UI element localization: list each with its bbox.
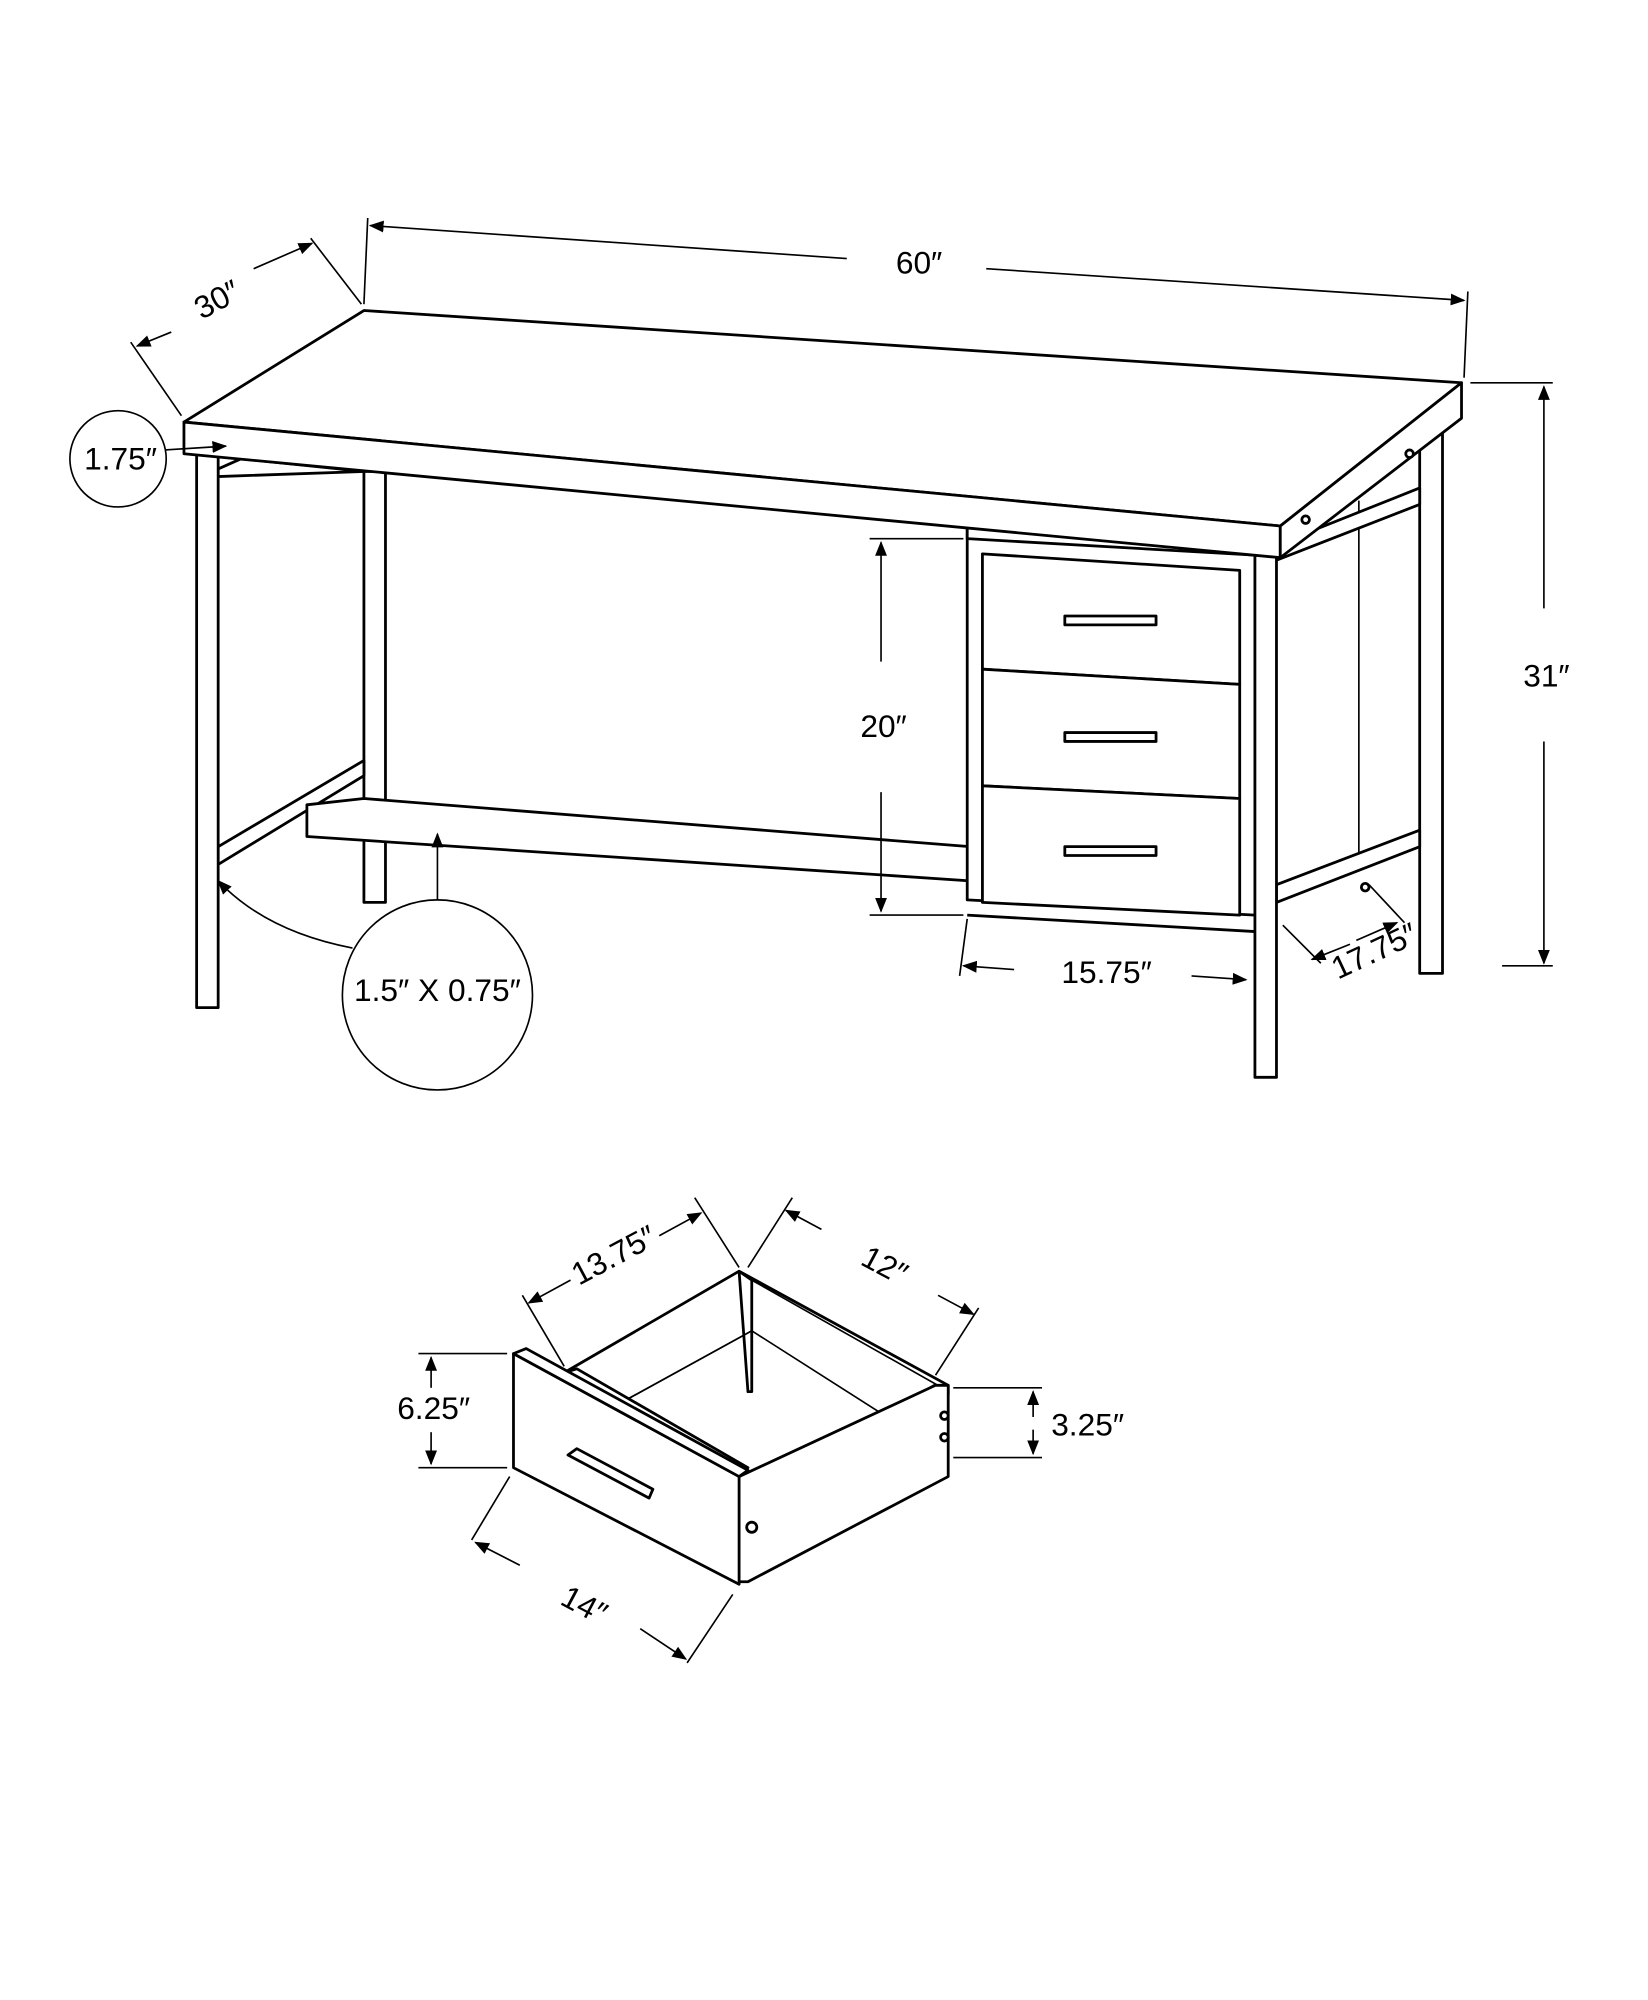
top-thickness-callout	[69, 409, 168, 508]
drawer-front-width-label: 14″	[555, 1578, 613, 1632]
desktop-side-edge	[1278, 381, 1463, 560]
cabinet-height-label: 20″	[860, 708, 906, 744]
drawer-handle-3	[1063, 845, 1158, 857]
drawer-handle-1	[1063, 614, 1158, 627]
right-front-leg	[1253, 551, 1278, 1079]
desk-drawing	[182, 309, 1463, 1079]
drawer-cabinet	[965, 518, 1257, 933]
left-front-leg	[195, 452, 220, 1009]
right-back-leg	[1418, 429, 1444, 975]
drawer-handle	[566, 1447, 655, 1500]
right-side-stretcher	[1275, 828, 1422, 904]
height-dimension-label: 31″	[1523, 657, 1569, 693]
width-dimension-label: 60″	[896, 244, 942, 280]
depth-dimension-label: 30″	[188, 273, 246, 327]
cabinet-width-label: 15.75″	[1061, 954, 1151, 990]
side-depth-label: 17.75″	[1326, 915, 1423, 986]
drawer-drawing	[512, 1269, 950, 1586]
drawer-length-label: 13.75″	[565, 1218, 662, 1292]
drawer-handle-2	[1063, 731, 1158, 743]
top-thickness-label: 1.75″	[84, 441, 157, 477]
leg-profile-label: 1.5″ X 0.75″	[354, 972, 521, 1008]
drawer-inner-width-label: 12″	[856, 1238, 914, 1292]
drawer-side-height-label: 3.25″	[1051, 1406, 1124, 1442]
front-stretcher	[305, 797, 972, 883]
drawer-front-height-label: 6.25″	[397, 1390, 470, 1426]
